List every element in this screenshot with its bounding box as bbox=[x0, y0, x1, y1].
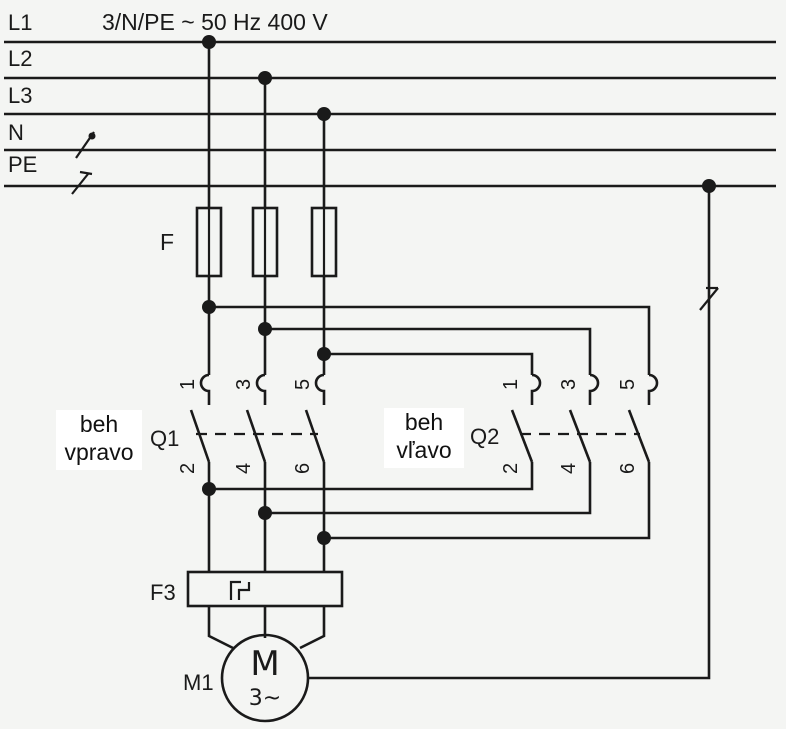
overload-relay bbox=[186, 570, 344, 608]
q1-contact-5-top bbox=[314, 373, 326, 405]
cross-top-1 bbox=[209, 305, 651, 375]
annotation-right: beh vpravo bbox=[56, 410, 142, 470]
q1-blade-5 bbox=[304, 409, 326, 463]
q2-contact-5-top bbox=[647, 373, 659, 405]
annotation-left-line1: beh bbox=[404, 409, 444, 435]
cross-bottom-2 bbox=[209, 462, 534, 491]
q1-terminal-3: 3 bbox=[233, 379, 255, 390]
q1-terminal-5: 5 bbox=[292, 379, 314, 390]
cross-top-3 bbox=[265, 327, 592, 375]
q1-terminal-1: 1 bbox=[177, 379, 199, 390]
line-label-l1: L1 bbox=[8, 10, 32, 35]
pe-mark bbox=[71, 173, 89, 195]
q1-terminal-6: 6 bbox=[292, 463, 314, 474]
line-label-l3: L3 bbox=[8, 83, 32, 108]
q2-blade-1 bbox=[510, 409, 534, 463]
pe-wire-motor bbox=[308, 186, 711, 680]
annotation-right-line1: beh bbox=[79, 411, 119, 437]
fuse-label: F bbox=[160, 229, 174, 255]
q1-contact-1-top bbox=[199, 373, 211, 405]
q1-blade-3 bbox=[245, 409, 267, 463]
n-mark-dot bbox=[88, 132, 96, 140]
q2-terminal-1: 1 bbox=[500, 379, 522, 390]
q2-blade-5 bbox=[627, 409, 651, 463]
annotation-left-line2: vľavo bbox=[396, 437, 452, 463]
q2-terminal-4: 4 bbox=[558, 463, 580, 474]
pe-mark-bar bbox=[79, 170, 93, 176]
thermal-element-icon bbox=[229, 580, 251, 600]
line-label-l2: L2 bbox=[8, 46, 32, 71]
pe-wire-mark bbox=[699, 287, 719, 311]
motor-symbol: M bbox=[250, 644, 279, 684]
q2-label: Q2 bbox=[470, 424, 499, 449]
q1-contact-3-top bbox=[255, 373, 267, 405]
motor-phase: 3~ bbox=[249, 686, 281, 711]
line-label-n: N bbox=[8, 120, 24, 145]
cross-bottom-6 bbox=[324, 462, 651, 540]
q2-contact-3-top bbox=[588, 373, 600, 405]
cross-bottom-4 bbox=[265, 462, 592, 515]
wire-motor-u bbox=[207, 606, 234, 650]
q1-terminal-2: 2 bbox=[177, 463, 199, 474]
cross-top-5 bbox=[324, 352, 534, 375]
motor-label: M1 bbox=[183, 670, 214, 695]
q2-blade-3 bbox=[568, 409, 592, 463]
annotation-right-line2: vpravo bbox=[64, 439, 134, 465]
q2-terminal-5: 5 bbox=[617, 379, 639, 390]
q2-contact-1-top bbox=[530, 373, 542, 405]
overload-label: F3 bbox=[150, 580, 176, 605]
q2-terminal-2: 2 bbox=[500, 463, 522, 474]
line-label-pe: PE bbox=[8, 152, 37, 177]
q2-terminal-6: 6 bbox=[617, 463, 639, 474]
q1-label: Q1 bbox=[150, 426, 179, 451]
q1-blade-1 bbox=[189, 409, 211, 463]
supply-label: 3/N/PE ~ 50 Hz 400 V bbox=[102, 9, 328, 35]
q2-terminal-3: 3 bbox=[558, 379, 580, 390]
q1-terminal-4: 4 bbox=[233, 463, 255, 474]
wire-motor-w bbox=[299, 606, 326, 650]
annotation-left: beh vľavo bbox=[384, 408, 464, 468]
